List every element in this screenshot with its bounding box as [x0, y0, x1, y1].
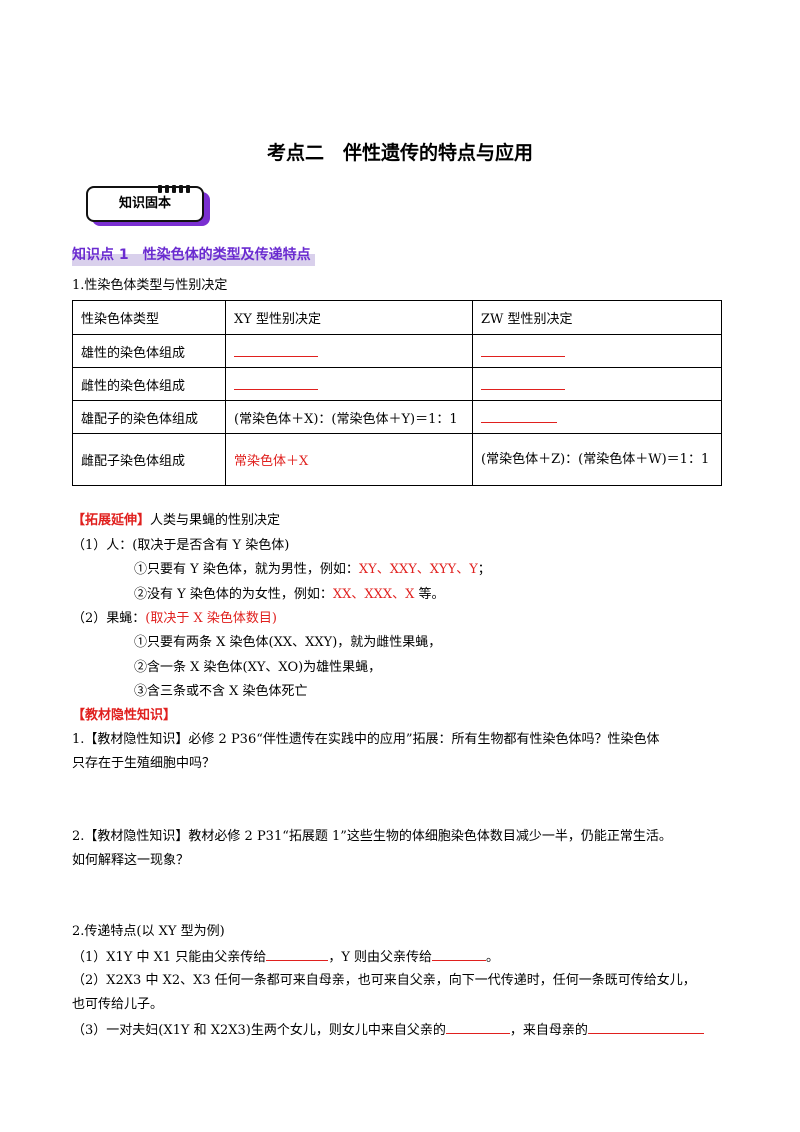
knowledge-badge: 知识固本	[86, 185, 214, 230]
table-header-row: 性染色体类型 XY 型性别决定 ZW 型性别决定	[72, 300, 722, 335]
text: ，Y 则由父亲传给	[328, 950, 433, 965]
answer-text: XY、XXY、XYY、Y	[358, 562, 478, 577]
question-2-line-1: 2.【教材隐性知识】教材必修 2 P31“拓展题 1”这些生物的体细胞染色体数目…	[72, 829, 672, 844]
question-1-line-2: 只存在于生殖细胞中吗？	[72, 756, 216, 771]
hidden-knowledge-tag: 【教材隐性知识】	[72, 708, 177, 723]
table-row: 雌配子染色体组成 常染色体＋X (常染色体＋Z)：(常染色体＋W)＝1：1	[72, 433, 722, 486]
answer-blank	[432, 946, 487, 961]
text: （3）一对夫妇(X1Y 和 X2X3)生两个女儿，则女儿中来自父亲的	[72, 1023, 446, 1038]
answer-blank	[266, 946, 329, 961]
transmission-title: 2.传递特点(以 XY 型为例)	[72, 924, 225, 939]
row-label: 雄性的染色体组成	[72, 334, 226, 368]
table-row: 雄配子的染色体组成 (常染色体＋X)：(常染色体＋Y)＝1：1	[72, 400, 722, 434]
text: 。	[486, 950, 500, 965]
cell-answer: 常染色体＋X	[225, 433, 473, 486]
transmission-item-2-line-2: 也可传给儿子。	[72, 997, 164, 1012]
text: ②没有 Y 染色体的为女性，例如：	[134, 587, 333, 602]
human-item-2: ②没有 Y 染色体的为女性，例如：XX、XXX、X 等。	[134, 585, 794, 605]
answer-text: (取决于 X 染色体数目)	[145, 611, 277, 626]
answer-text: XX、XXX、X	[332, 587, 415, 602]
table-header-cell: ZW 型性别决定	[472, 300, 722, 335]
text: （1）X1Y 中 X1 只能由父亲传给	[72, 950, 267, 965]
row-label: 雄配子的染色体组成	[72, 400, 226, 434]
extension-heading: 人类与果蝇的性别决定	[150, 513, 281, 528]
table-row: 雌性的染色体组成	[72, 367, 722, 401]
text: ①只要有 Y 染色体，就为男性，例如：	[134, 562, 359, 577]
transmission-item-3: （3）一对夫妇(X1Y 和 X2X3)生两个女儿，则女儿中来自父亲的 ，来自母亲的	[72, 1019, 732, 1041]
row-label: 雌配子染色体组成	[72, 433, 226, 486]
subsection-title: 1.性染色体类型与性别决定	[72, 278, 228, 293]
question-1-line-1: 1.【教材隐性知识】必修 2 P36“伴性遗传在实践中的应用”拓展：所有生物都有…	[72, 732, 660, 747]
table-row: 雄性的染色体组成	[72, 334, 722, 368]
question-2-line-2: 如何解释这一现象？	[72, 853, 190, 868]
row-label: 雌性的染色体组成	[72, 367, 226, 401]
transmission-item-1: （1）X1Y 中 X1 只能由父亲传给 ，Y 则由父亲传给 。	[72, 946, 732, 968]
fly-item-2: ②含一条 X 染色体(XY、XO)为雄性果蝇，	[134, 660, 382, 675]
binder-rings-icon	[158, 182, 193, 197]
answer-blank	[445, 1019, 510, 1034]
cell-value: (常染色体＋X)：(常染色体＋Y)＝1：1	[225, 400, 473, 434]
fly-heading: （2）果蝇：(取决于 X 染色体数目)	[72, 609, 732, 629]
answer-blank	[587, 1019, 704, 1034]
answer-blank	[472, 400, 722, 434]
fly-item-1: ①只要有两条 X 染色体(XX、XXY)，就为雌性果蝇，	[134, 635, 442, 650]
badge-label: 知识固本	[86, 186, 204, 222]
extension-tag: 【拓展延伸】	[72, 513, 151, 528]
cell-value: (常染色体＋Z)：(常染色体＋W)＝1：1	[472, 433, 722, 486]
fly-item-3: ③含三条或不含 X 染色体死亡	[134, 684, 308, 699]
text: ，来自母亲的	[509, 1023, 588, 1038]
text: ；	[477, 562, 491, 577]
human-heading: （1）人：(取决于是否含有 Y 染色体)	[72, 538, 290, 553]
table-header-cell: XY 型性别决定	[225, 300, 473, 335]
extension-title: 【拓展延伸】人类与果蝇的性别决定	[72, 511, 732, 531]
answer-blank	[472, 367, 722, 401]
section-heading: 知识点 1 性染色体的类型及传递特点	[72, 244, 315, 266]
page-title: 考点二 伴性遗传的特点与应用	[266, 142, 533, 164]
text: （2）果蝇：	[72, 611, 146, 626]
answer-blank	[225, 367, 473, 401]
sex-determination-table: 性染色体类型 XY 型性别决定 ZW 型性别决定 雄性的染色体组成 雌性的染色体…	[72, 300, 722, 486]
table-header-cell: 性染色体类型	[72, 300, 226, 335]
text: 等。	[414, 587, 445, 602]
human-item-1: ①只要有 Y 染色体，就为男性，例如：XY、XXY、XYY、Y；	[134, 560, 794, 580]
answer-blank	[225, 334, 473, 368]
answer-blank	[472, 334, 722, 368]
transmission-item-2-line-1: （2）X2X3 中 X2、X3 任何一条都可来自母亲，也可来自父亲，向下一代传递…	[72, 973, 696, 988]
